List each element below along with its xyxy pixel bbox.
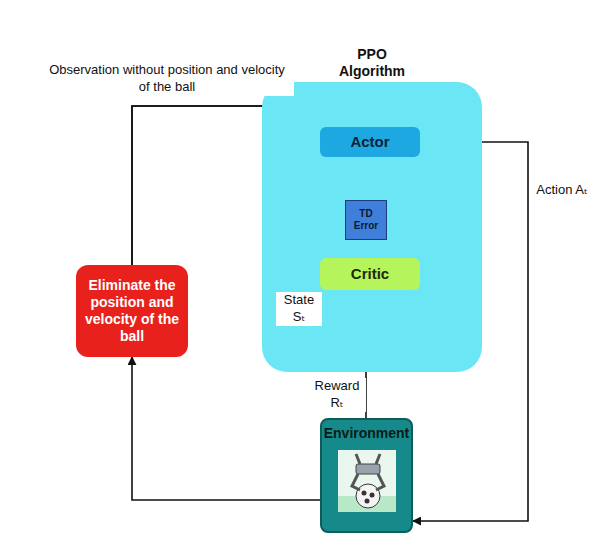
filter-box: Eliminate the position and velocity of t… (76, 265, 188, 357)
node-label: Actor (350, 133, 389, 151)
node-label: Environment (324, 425, 410, 442)
actor-box: Actor (320, 127, 420, 157)
edge-label: Observation without position and velocit… (40, 62, 294, 96)
edge-label: Reward Rₜ (308, 378, 366, 412)
node-label: Critic (351, 265, 389, 283)
td-error-box: TD Error (345, 200, 387, 240)
critic-box: Critic (320, 258, 420, 290)
edge-label: Action Aₜ (532, 182, 592, 199)
flow-arrow (132, 357, 320, 500)
group-heading: PPO Algorithm (327, 46, 417, 80)
edge-label: State Sₜ (276, 292, 322, 326)
environment-box: Environment (320, 418, 413, 533)
robot-illustration (338, 450, 396, 512)
node-label: TD Error (350, 208, 382, 232)
node-label: Eliminate the position and velocity of t… (80, 277, 184, 344)
